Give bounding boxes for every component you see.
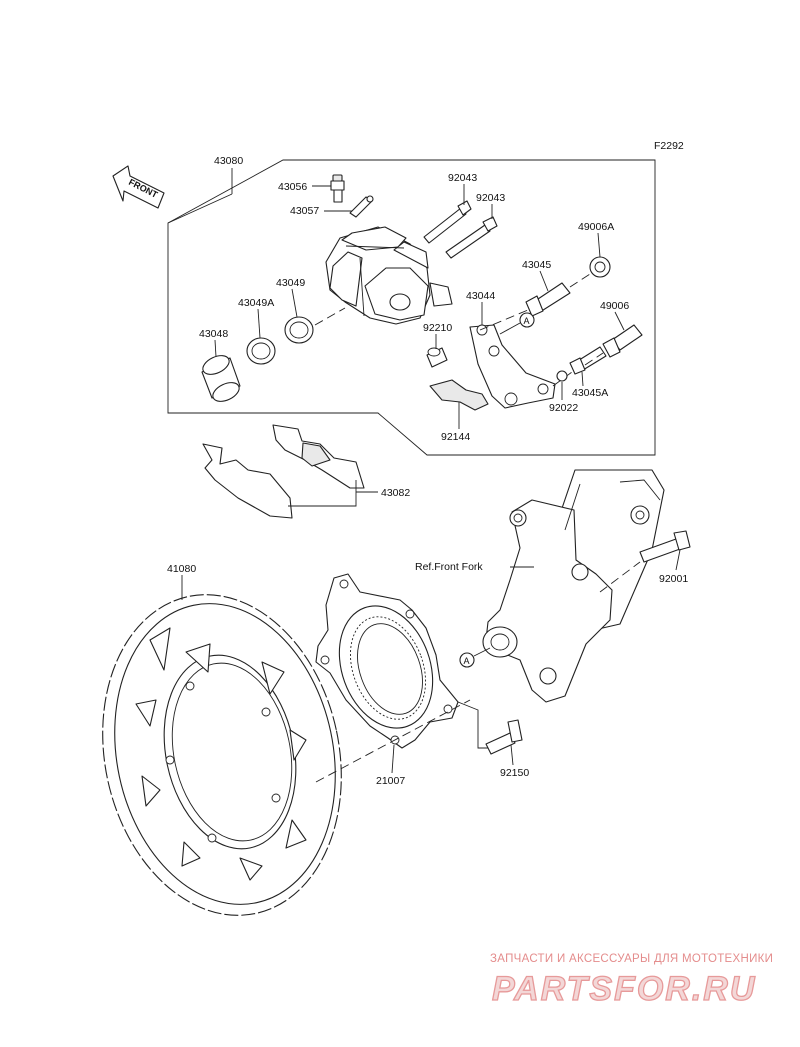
leader-92150-bracket	[457, 701, 488, 749]
bleeder-valve	[330, 174, 345, 203]
bracket-sleeve	[426, 347, 448, 368]
slide-pin-49006	[602, 324, 643, 358]
leader-43045a	[581, 371, 584, 387]
leader-43048	[214, 339, 217, 358]
grommet-49006a	[589, 256, 611, 278]
leader-43049a	[257, 308, 261, 339]
caliper-assembly-box	[167, 159, 656, 456]
pin-boot-43045	[525, 282, 571, 317]
label-43045a: 43045A	[572, 387, 608, 399]
caliper-piston	[201, 355, 241, 402]
brake-caliper	[325, 226, 453, 325]
leader-a-lower	[473, 647, 491, 657]
label-92043-a: 92043	[448, 172, 477, 184]
front-fork	[482, 469, 665, 703]
axis-lower-b	[584, 352, 604, 366]
abs-sensor-ring	[315, 573, 459, 749]
label-43080: 43080	[214, 155, 243, 167]
callout-a-lower: A	[459, 652, 475, 668]
leader-92150	[510, 744, 514, 766]
label-92144: 92144	[441, 431, 470, 443]
label-43049a: 43049A	[238, 297, 274, 309]
leader-43080b	[167, 193, 233, 224]
axis-lower	[552, 371, 573, 387]
label-43056: 43056	[278, 181, 307, 193]
figure-code: F2292	[654, 140, 684, 152]
bleeder-cap	[349, 195, 374, 218]
watermark-brand: PARTSFOR.RU	[492, 970, 756, 1008]
label-41080: 41080	[167, 563, 196, 575]
disc-bolt-92150	[485, 719, 523, 755]
piston-seal-43049	[284, 316, 314, 344]
label-21007: 21007	[376, 775, 405, 787]
label-92043-b: 92043	[476, 192, 505, 204]
brake-pads	[202, 424, 365, 519]
label-49006a: 49006A	[578, 221, 614, 233]
leader-49006	[614, 311, 625, 331]
label-43082: 43082	[381, 487, 410, 499]
axis-disc	[315, 699, 471, 783]
pad-spring	[429, 379, 489, 411]
label-92001: 92001	[659, 573, 688, 585]
axis-92001	[599, 561, 641, 593]
axis-piston	[314, 307, 346, 326]
circlip-92022	[556, 370, 568, 382]
pin-boot-43045a	[569, 346, 607, 375]
leader-49006a	[597, 232, 601, 258]
watermark-tagline: ЗАПЧАСТИ И АКСЕССУАРЫ ДЛЯ МОТОТЕХНИКИ	[490, 953, 773, 965]
label-92150: 92150	[500, 767, 529, 779]
leader-21007	[391, 744, 395, 774]
label-43057: 43057	[290, 205, 319, 217]
label-43045: 43045	[522, 259, 551, 271]
axis-bracket-upper	[479, 309, 529, 331]
label-43049: 43049	[276, 277, 305, 289]
axis-49006a	[569, 273, 591, 288]
svg-text:A: A	[464, 656, 470, 666]
caliper-bolt-92001	[639, 530, 691, 563]
label-43044: 43044	[466, 290, 495, 302]
leader-92001	[675, 549, 681, 571]
leader-a-upper	[499, 322, 521, 335]
label-92210: 92210	[423, 322, 452, 334]
label-ref-front-fork: Ref.Front Fork	[415, 561, 483, 573]
leader-43082	[288, 480, 378, 507]
front-arrow-icon: FRONT	[112, 165, 165, 209]
callout-a-upper: A	[519, 312, 535, 328]
svg-text:A: A	[524, 316, 530, 326]
label-92022: 92022	[549, 402, 578, 414]
caliper-pins	[423, 200, 498, 259]
label-43048: 43048	[199, 328, 228, 340]
leader-43045	[539, 270, 549, 292]
piston-seal-43049a	[246, 337, 276, 365]
brake-disc	[102, 594, 342, 916]
caliper-bracket	[469, 324, 556, 409]
label-49006: 49006	[600, 300, 629, 312]
leader-43049	[291, 288, 298, 318]
